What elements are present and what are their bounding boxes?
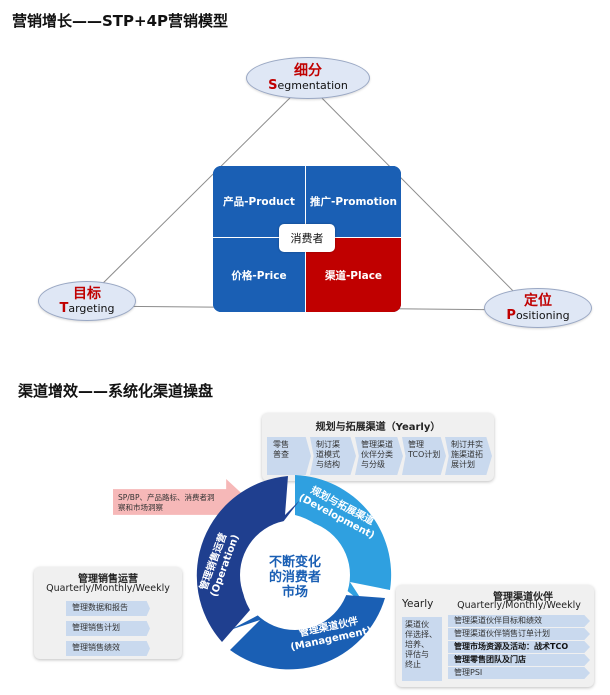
targeting-en: argeting — [68, 302, 115, 315]
channel-title: 渠道增效——系统化渠道操盘 — [18, 382, 214, 400]
segmentation-cn: 细分 — [294, 63, 322, 79]
partner-panel: 管理渠道伙伴 Yearly Quarterly/Monthly/Weekly 渠… — [396, 585, 594, 687]
targeting-cn: 目标 — [73, 286, 101, 302]
positioning-cn: 定位 — [524, 293, 552, 309]
ops-item-1: 管理数据和报告 — [66, 601, 150, 616]
partner-item-4: 管理零售团队及门店 — [448, 654, 590, 666]
segmentation-node: 细分 Segmentation — [246, 57, 370, 99]
partner-item-5: 管理PSI — [448, 667, 590, 679]
planning-title: 规划与拓展渠道（Yearly） — [315, 422, 441, 433]
ops-item-3: 管理销售绩效 — [66, 641, 150, 656]
planning-step-2: 制订渠 道模式 与结构 — [310, 437, 356, 475]
partner-item-3: 管理市场资源及活动：战术TCO — [448, 641, 590, 653]
ops-title: 管理销售运营 — [78, 574, 138, 585]
partner-item-1: 管理渠道伙伴目标和绩效 — [448, 615, 590, 627]
ops-panel: 管理销售运营 Quarterly/Monthly/Weekly 管理数据和报告 … — [34, 567, 182, 659]
ops-subtitle: Quarterly/Monthly/Weekly — [46, 583, 170, 594]
segmentation-initial: S — [268, 78, 278, 93]
segmentation-en: egmentation — [277, 79, 348, 92]
partner-subtitle: Quarterly/Monthly/Weekly — [457, 600, 581, 611]
cycle-center-text: 不断变化 的消费者 市场 — [268, 555, 321, 600]
planning-step-4: 管理 TCO计划 — [402, 437, 446, 475]
cycle-segment-development — [295, 475, 392, 605]
stp-title: 营销增长——STP+4P营销模型 — [12, 12, 229, 30]
partner-title: 管理渠道伙伴 — [493, 592, 553, 603]
input-arrow-label: SP/BP、产品路标、消费者洞 察和市场洞察 — [118, 493, 215, 512]
partner-item-2: 管理渠道伙伴销售订单计划 — [448, 628, 590, 640]
ops-item-2: 管理销售计划 — [66, 621, 150, 636]
channel-cycle — [196, 475, 392, 670]
cycle-segment-operation — [196, 476, 300, 642]
planning-step-3: 管理渠道 伙伴分类 与分级 — [355, 437, 403, 475]
planning-step-1: 零售 普查 — [267, 437, 311, 475]
four-p-grid: 产品-Product 推广-Promotion 价格-Price 渠道-Plac… — [213, 166, 401, 312]
planning-step-5: 制订并实 施渠道拓 展计划 — [445, 437, 492, 475]
planning-panel: 规划与拓展渠道（Yearly） 零售 普查 制订渠 道模式 与结构 管理渠道 伙… — [262, 413, 494, 481]
positioning-node: 定位 Positioning — [484, 288, 592, 328]
partner-left-box: 渠道伙 伴选择、 培养、 评估与 终止 — [402, 617, 442, 681]
positioning-en: ositioning — [515, 309, 570, 322]
targeting-node: 目标 Targeting — [38, 281, 136, 321]
targeting-initial: T — [59, 301, 69, 316]
positioning-initial: P — [506, 308, 516, 323]
consumer-center: 消费者 — [279, 224, 335, 252]
partner-yearly: Yearly — [402, 598, 434, 610]
